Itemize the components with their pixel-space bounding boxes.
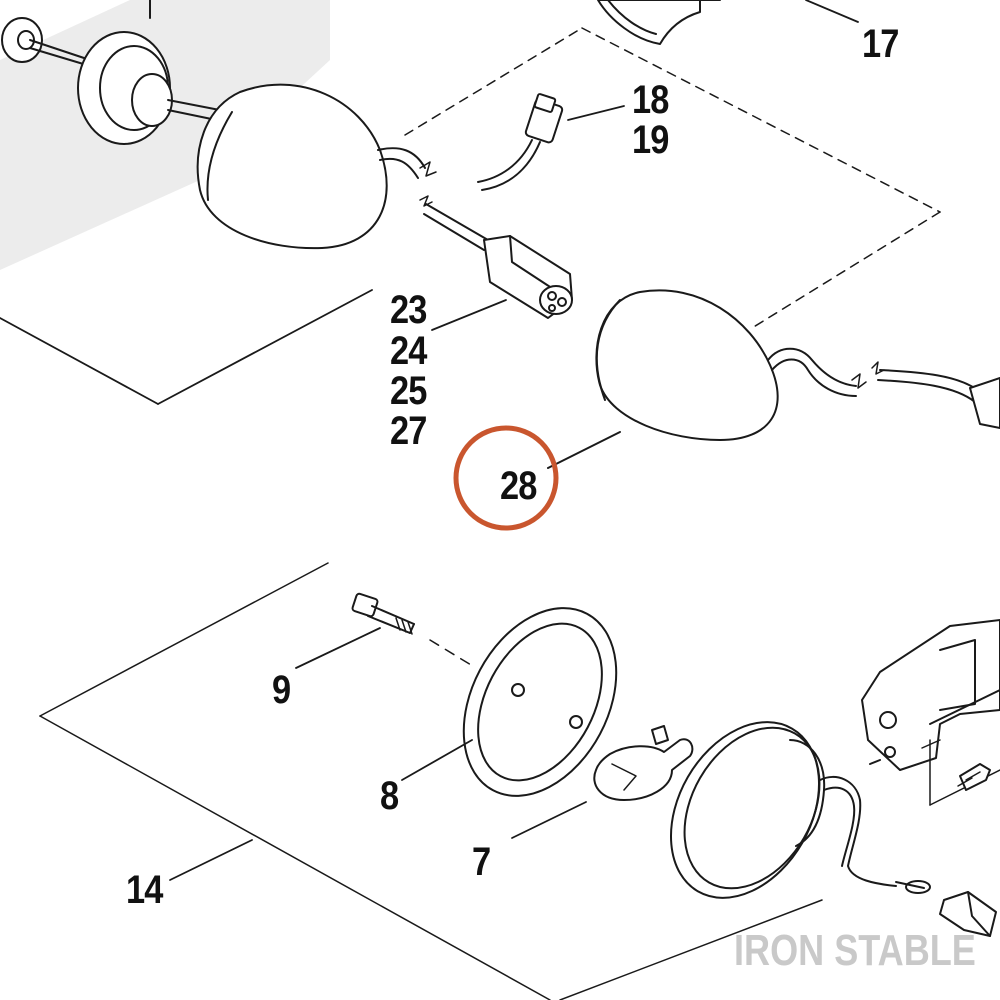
bolt-9	[351, 592, 477, 669]
group-14-outline	[39, 562, 823, 1000]
leader-18	[567, 105, 625, 121]
callout-24: 24	[390, 329, 427, 373]
leader-14	[169, 839, 253, 881]
mounting-bracket	[861, 619, 1000, 806]
callout-23: 23	[390, 288, 427, 332]
leader-9	[295, 627, 381, 669]
dashed-group-outline	[404, 27, 941, 329]
leader-23	[431, 299, 507, 331]
group-23-outline-b	[157, 289, 373, 405]
watermark-text: IRON STABLE	[734, 926, 976, 975]
callout-28: 28	[500, 464, 537, 508]
upper-housing-piece	[597, 0, 721, 45]
bulb-7	[593, 725, 694, 801]
callout-8: 8	[380, 774, 399, 818]
connector-18-19	[477, 93, 564, 191]
callout-9: 9	[272, 668, 291, 712]
bottom-connector	[939, 891, 997, 937]
callout-14: 14	[126, 868, 163, 912]
leader-17	[805, 0, 859, 23]
callout-27: 27	[390, 409, 427, 453]
leader-28	[547, 431, 621, 469]
trim-ring-8	[462, 607, 618, 797]
callout-25: 25	[390, 369, 427, 413]
upper-left-turn-signal	[1, 0, 437, 250]
callout-19: 19	[632, 118, 669, 162]
connector-23-27	[419, 195, 573, 319]
callout-18: 18	[632, 78, 669, 122]
leader-lines	[0, 0, 859, 881]
callout-17: 17	[862, 22, 899, 66]
highlight-circle-28	[453, 425, 559, 531]
leader-8	[401, 739, 473, 781]
lens-assembly	[670, 721, 931, 899]
group-23-outline	[0, 317, 159, 405]
callout-7: 7	[472, 840, 491, 884]
leader-7	[511, 801, 587, 839]
lens-housing-28	[595, 289, 1000, 441]
